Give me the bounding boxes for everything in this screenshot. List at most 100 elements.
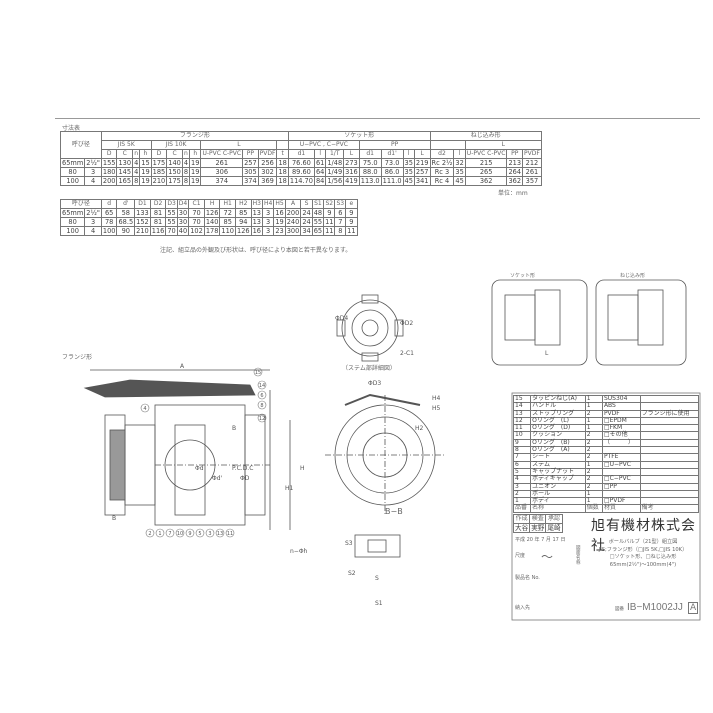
desc-line: ボールバルブ（21型）組立図 [608,539,678,545]
part-balloon: 2 [148,531,151,537]
part-cell [639,497,700,506]
scale-value: 〜 [541,550,554,564]
date: 平成 20 年 7 月 17 日 [515,537,566,543]
part-cell: 14 [512,402,532,411]
parts-header: 品番 [512,504,532,513]
part-balloon: 15 [255,370,261,376]
part-cell: 6 [512,460,532,469]
part-cell [639,438,700,448]
part-cell: 1 [584,460,603,469]
part-cell: （ ） [601,438,641,448]
parts-header: 材質 [601,504,641,513]
dimension-label: n−Φh [290,548,308,555]
part-cell: ボディキャップ [530,475,586,484]
part-balloon: 3 [208,531,211,537]
parts-header: 備考 [639,504,700,513]
part-cell [639,482,700,491]
parts-header: 個数 [584,504,603,513]
cell: 90 [116,226,136,236]
part-cell: 13 [512,409,532,418]
approval-table: 作成検査承認 大谷実野尾崎 [512,514,563,533]
cell: 1/56 [325,176,345,186]
dimension-label: H1 [285,485,294,492]
drawing-no-label: 図番 [615,607,624,612]
dimension-label: ΦD4 [335,315,348,322]
part-balloon: 7 [168,531,171,537]
dimension-label: ΦD3 [368,380,381,387]
dimension-label: Φd [195,465,204,472]
part-cell: 2 [584,475,603,484]
part-balloon: 10 [177,531,183,537]
delivery-label: 納入先 [515,605,531,611]
part-balloon: 5 [198,531,201,537]
part-cell: 1 [584,489,603,499]
part-cell [639,475,700,484]
cell: 374 [200,176,244,186]
part-cell: 1 [584,402,603,411]
part-cell: 3 [512,482,532,491]
part-balloon: 8 [260,403,263,409]
socket-view-label: ソケット形 [510,273,536,279]
cell: 100 [59,176,86,186]
part-cell: 2 [584,446,603,455]
part-cell: □PP [601,482,641,491]
name: 大谷 [512,523,531,533]
part-cell: 2 [584,438,603,448]
dimension-label: S3 [345,540,353,547]
cell: 84 [313,176,327,186]
dimension-label: L [545,350,549,357]
cell: 100 [59,226,86,236]
part-balloon: 9 [188,531,191,537]
cell: 23 [273,226,286,236]
cell: 18 [276,176,289,186]
cell: 357 [522,176,542,186]
part-cell: 7 [512,453,532,462]
part-cell [639,431,700,440]
drawing-frame [55,118,700,621]
part-cell: 12 [512,416,532,426]
revision-mark: A [688,602,699,614]
part-cell: 1 [584,424,603,433]
dimension-label: A [180,363,185,370]
top-view [336,294,404,362]
part-cell: 1 [584,394,603,404]
part-cell: 2 [584,482,603,491]
part-cell: 1 [584,416,603,426]
header-size: 呼び径 [60,131,102,159]
dimension-label: Φd' [212,475,223,482]
unit-label: 単位：mm [498,190,528,197]
parts-header: 名称 [530,504,586,513]
cell: 362 [464,176,508,186]
end-view [325,393,445,558]
part-cell: 2 [584,409,603,418]
part-cell: 10 [512,431,532,440]
dimension-label: H [300,465,305,472]
part-cell: 1 [584,497,603,506]
table-row: 品番名称個数材質備考 [512,504,700,513]
role: 検査 [529,514,547,524]
part-cell: □C−PVC [601,475,641,484]
socket-detail [491,279,588,366]
cell: 45 [402,176,415,186]
part-cell: 5 [512,467,532,477]
part-balloon: 11 [227,531,233,537]
cell: 40 [176,226,190,236]
name: 実野 [529,523,547,533]
part-cell [639,460,700,469]
